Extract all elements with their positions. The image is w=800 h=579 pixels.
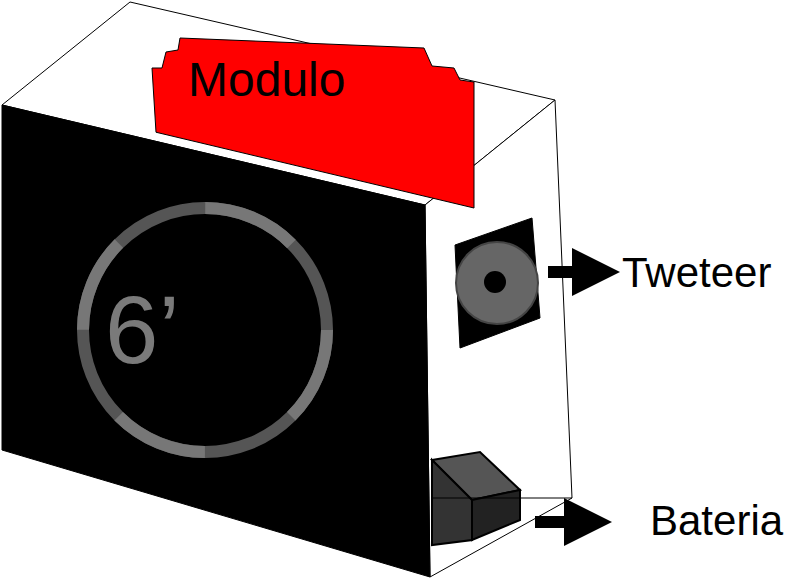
tweeter [455,218,540,348]
woofer-circle: 6’ [75,200,335,460]
leader-arrow [548,266,596,278]
part-label: Bateria [650,500,783,542]
battery [432,452,572,545]
part-label: Tweteer [622,252,771,294]
module-label: Modulo [188,56,345,104]
module-card: Modulo [152,38,474,208]
speaker-size: 6’ [105,282,180,378]
leader-arrow [535,516,588,528]
